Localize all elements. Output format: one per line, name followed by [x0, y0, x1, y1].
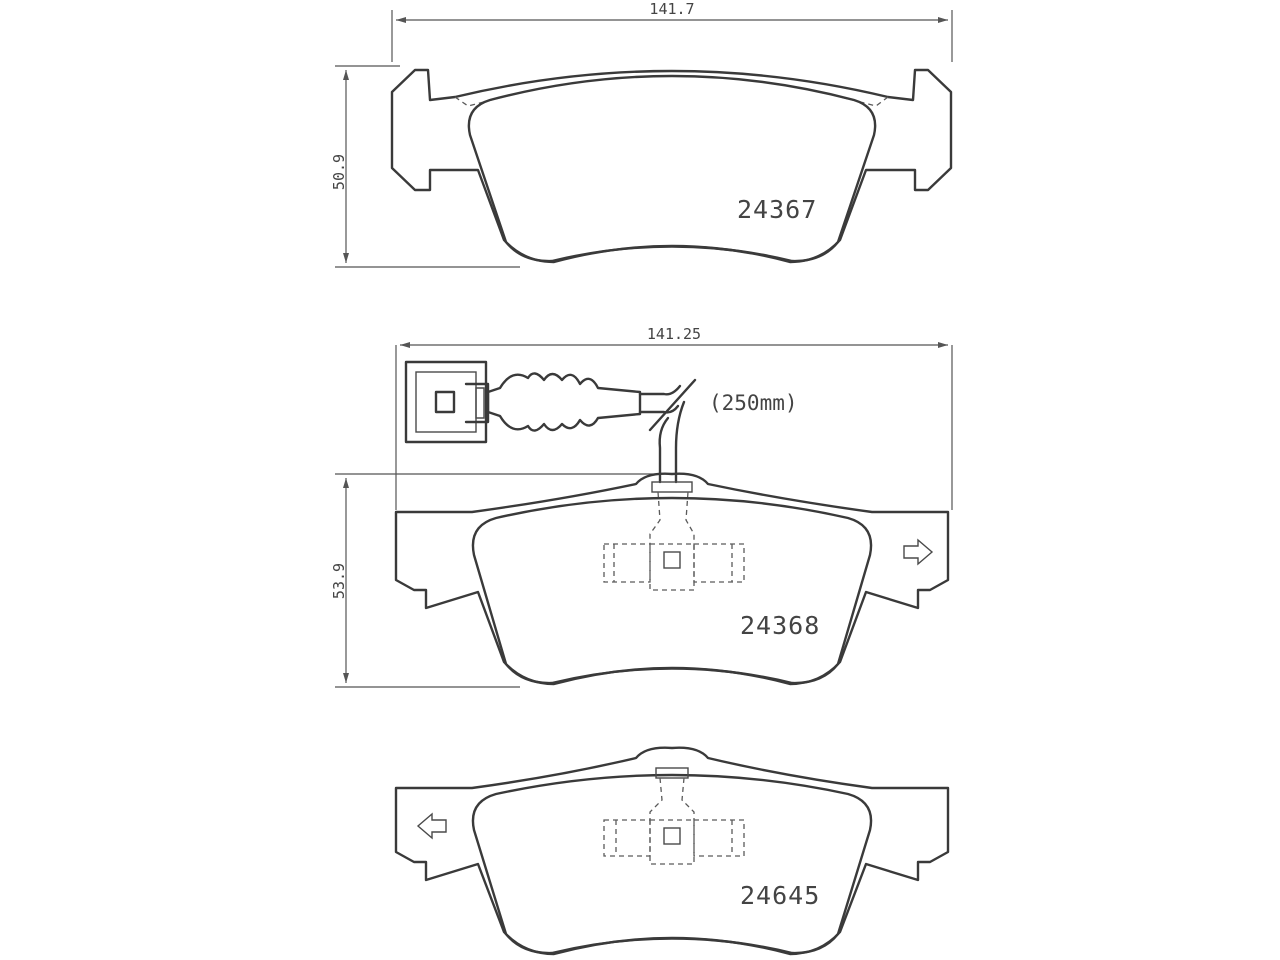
sensor-mount-2: [603, 481, 745, 591]
center-bump-3: [603, 767, 745, 865]
friction-pad-3: [471, 773, 873, 955]
direction-arrow-left-icon: [416, 812, 447, 840]
width-dimension-text-2: 141.25: [647, 325, 701, 343]
height-dimension-text-1: 50.9: [330, 154, 348, 190]
backing-plate-2: [394, 472, 950, 686]
sensor-connector: [404, 360, 488, 444]
sensor-cable-length: (250mm): [709, 391, 798, 415]
width-dimension-text-1: 141.7: [649, 0, 694, 18]
sensor-cable: [638, 384, 682, 414]
pad-24645: 24645: [394, 746, 950, 956]
part-number-1: 24367: [737, 195, 817, 224]
part-number-3: 24645: [740, 881, 820, 910]
direction-arrow-right-icon: [903, 538, 934, 566]
height-dimension-1: 50.9: [330, 65, 520, 268]
pad-24367: 141.7 50.9 24367: [330, 0, 953, 268]
sensor-boot: [486, 372, 642, 432]
width-dimension-2: 141.25: [395, 325, 953, 510]
friction-pad-1: [467, 74, 877, 263]
part-number-2: 24368: [740, 611, 820, 640]
width-dimension-1: 141.7: [391, 0, 953, 62]
friction-pad-2: [471, 496, 873, 685]
pad-24368: 141.25 53.9 (250mm): [330, 325, 953, 688]
wear-sensor: (250mm): [404, 360, 798, 484]
height-dimension-text-2: 53.9: [330, 563, 348, 599]
backing-plate-1: [390, 68, 953, 264]
backing-plate-3: [394, 746, 950, 956]
height-dimension-2: 53.9: [330, 473, 655, 688]
